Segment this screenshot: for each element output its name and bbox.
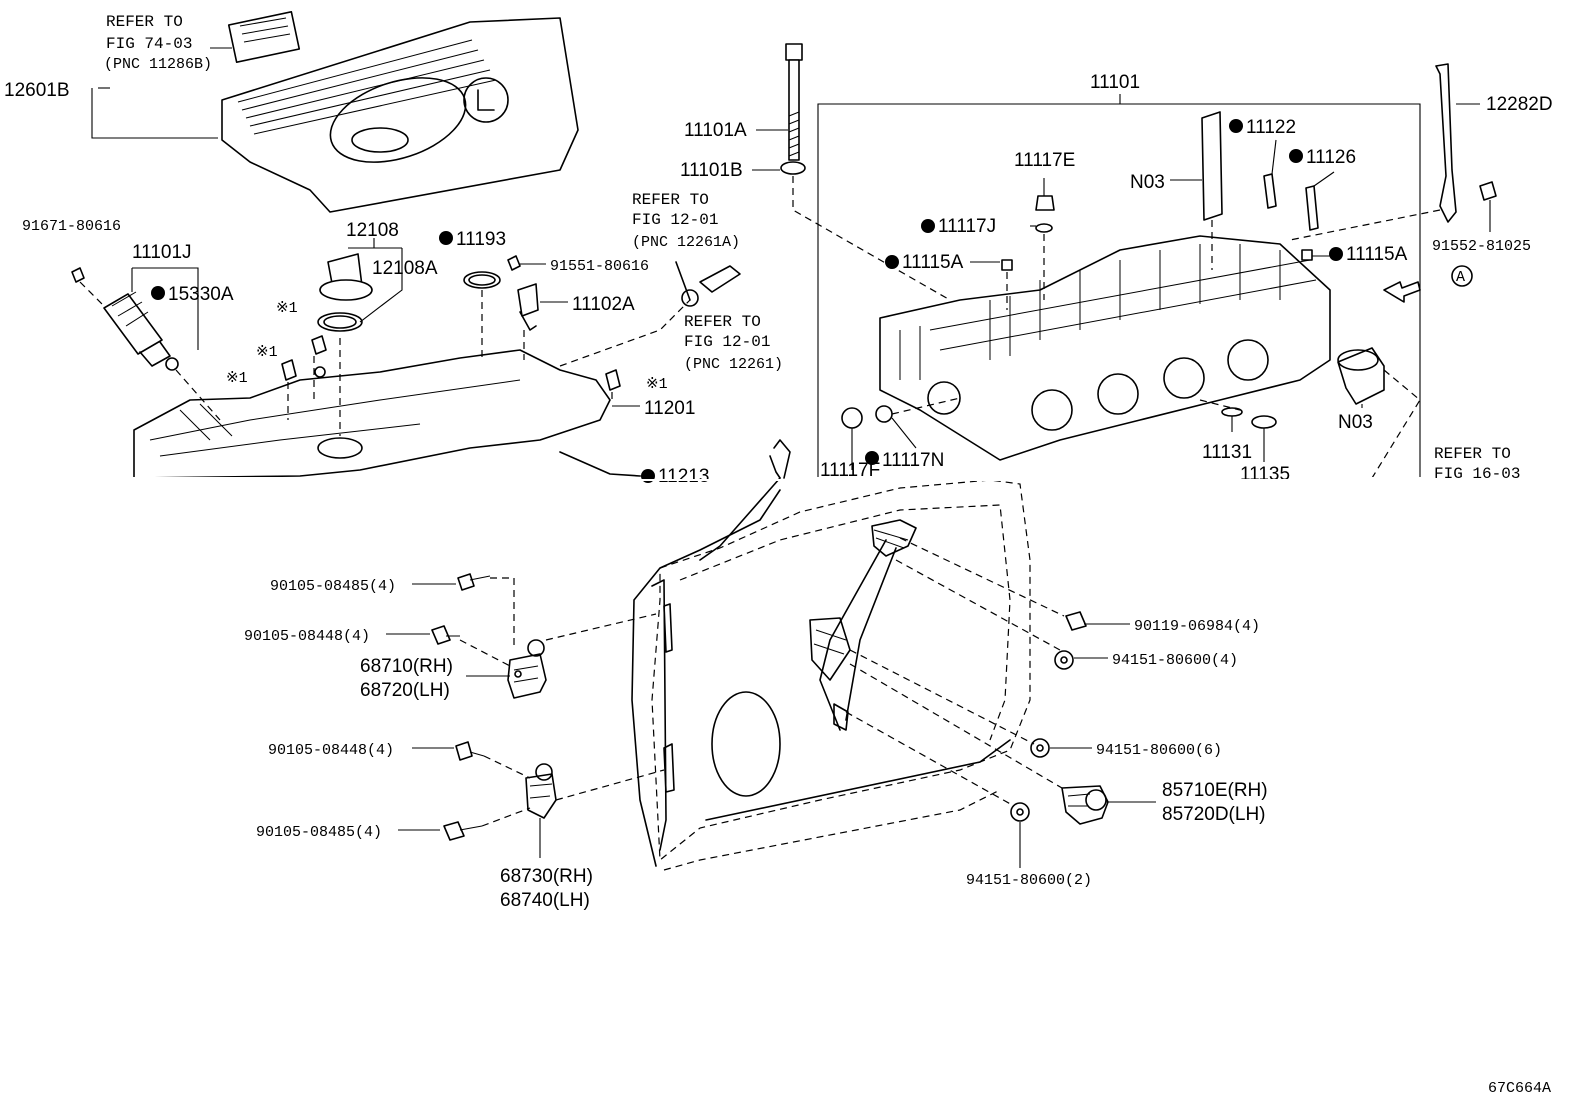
label-plug-11117j: 11117J xyxy=(938,216,996,237)
label-bolt-lower-1: 90105-08448(4) xyxy=(268,742,394,759)
label-refer-cover-3: (PNC 11286B) xyxy=(104,56,212,73)
regulator-motor-part xyxy=(1061,785,1109,825)
guide-11126-part xyxy=(1305,185,1319,231)
label-refer-hose-a-3: (PNC 12261A) xyxy=(632,234,740,251)
label-pin-left: 11115A xyxy=(902,252,964,273)
bolt-90119-part xyxy=(1065,611,1087,631)
label-bolt-upper-1: 90105-08485(4) xyxy=(270,578,396,595)
plug-11117j-part xyxy=(1035,223,1053,233)
label-guide-11122: 11122 xyxy=(1246,117,1296,138)
label-nut-a: 94151-80600(4) xyxy=(1112,652,1238,669)
label-refer-cover-2: FIG 74-03 xyxy=(106,35,192,53)
label-hinge-upper-lh: 68720(LH) xyxy=(360,680,450,701)
label-nut-b: 94151-80600(6) xyxy=(1096,742,1222,759)
label-head-cover-gasket: 11213 xyxy=(658,466,709,487)
plug-11117f-part xyxy=(841,407,863,429)
label-oil-cap-gasket: 12108A xyxy=(372,258,438,279)
label-plug-11117f: 11117F xyxy=(820,460,880,481)
gasket-11193-part xyxy=(463,271,501,289)
label-view-a: A xyxy=(1456,269,1465,286)
label-bolt-91552: 91552-81025 xyxy=(1432,238,1531,255)
nut-a-part xyxy=(1054,650,1074,670)
pin-right-part xyxy=(1301,249,1313,261)
hose-part xyxy=(675,261,741,307)
plug-11117n-part xyxy=(875,405,893,423)
sleeve-bottom-part xyxy=(1337,347,1385,405)
label-bolt-regulator: 90119-06984(4) xyxy=(1134,618,1260,635)
label-motor-rh: 85710E(RH) xyxy=(1162,780,1268,801)
label-bolt-lower-2: 90105-08485(4) xyxy=(256,824,382,841)
label-gasket-11193: 11193 xyxy=(456,229,506,250)
head-bolt-part xyxy=(780,43,806,175)
label-hinge-upper-rh: 68710(RH) xyxy=(360,656,453,677)
label-bolt-91551: 91551-80616 xyxy=(550,258,649,275)
label-hinge-lower-rh: 68730(RH) xyxy=(500,866,593,887)
label-hinge-lower-lh: 68740(LH) xyxy=(500,890,590,911)
door-frame-part xyxy=(631,439,1031,871)
label-valve-group: 11101J xyxy=(132,242,192,263)
label-seal-11135: 11135 xyxy=(1240,464,1290,485)
ocv-part xyxy=(71,267,179,371)
label-plug-11117n: 11117N xyxy=(882,450,944,471)
guide-11122-part xyxy=(1263,173,1277,209)
label-engine-cover: 12601B xyxy=(4,80,70,101)
label-sleeve-top: N03 xyxy=(1130,172,1165,193)
sleeve-top-part xyxy=(1201,111,1223,221)
label-refer-16-1: REFER TO xyxy=(1434,445,1511,463)
head-cover-part xyxy=(133,349,611,479)
label-refer-cover-1: REFER TO xyxy=(106,13,183,31)
label-refer-hose-b-3: (PNC 12261) xyxy=(684,356,783,373)
label-mark-1b: ※1 xyxy=(256,344,278,361)
label-head-washer: 11101B xyxy=(680,160,743,181)
label-motor-lh: 85720D(LH) xyxy=(1162,804,1266,825)
engine-section xyxy=(0,10,1592,479)
label-sleeve-bottom: N03 xyxy=(1338,412,1373,433)
label-nut-c: 94151-80600(2) xyxy=(966,872,1092,889)
label-bracket-12282d: 12282D xyxy=(1486,94,1553,115)
plug-11117e-part xyxy=(1035,195,1055,211)
nut-c-part xyxy=(1010,802,1030,822)
label-refer-hose-b-2: FIG 12-01 xyxy=(684,333,770,351)
label-plug-11117e: 11117E xyxy=(1014,150,1075,171)
label-head-bolt: 11101A xyxy=(684,120,747,141)
label-refer-hose-a-1: REFER TO xyxy=(632,191,709,209)
seal-11135-part xyxy=(1251,415,1277,429)
lower-hinge-part xyxy=(525,763,557,819)
label-ring-11131: 11131 xyxy=(1202,442,1252,463)
head-gasket-part xyxy=(559,451,641,477)
label-bolt-upper-2: 90105-08448(4) xyxy=(244,628,370,645)
label-refer-hose-b-1: REFER TO xyxy=(684,313,761,331)
label-mark-1a: ※1 xyxy=(276,300,298,317)
sensor-11102a-part xyxy=(507,255,539,331)
label-oil-cap: 12108 xyxy=(346,220,399,241)
label-pin-right: 11115A xyxy=(1346,244,1408,265)
diagram-code: 67C664A xyxy=(1488,1080,1551,1097)
label-ocv: 15330A xyxy=(168,284,234,305)
view-arrow xyxy=(1383,281,1421,303)
label-mark-1c: ※1 xyxy=(226,370,248,387)
label-sensor-11102a: 11102A xyxy=(572,294,635,315)
cylinder-head-part xyxy=(879,235,1331,461)
upper-hinge-part xyxy=(507,639,547,699)
label-mark-1d: ※1 xyxy=(646,376,668,393)
label-refer-hose-a-2: FIG 12-01 xyxy=(632,211,718,229)
label-head-cover: 11201 xyxy=(644,398,695,419)
label-cylinder-head: 11101 xyxy=(1090,72,1140,93)
nut-b-part xyxy=(1030,738,1050,758)
bracket-12282d-part xyxy=(1435,63,1457,223)
door-section xyxy=(386,439,1156,871)
window-regulator-part xyxy=(809,519,917,731)
pin-left-part xyxy=(1001,259,1013,271)
oil-cap-part xyxy=(317,253,373,332)
label-bolt-left: 91671-80616 xyxy=(22,218,121,235)
label-refer-16-2: FIG 16-03 xyxy=(1434,465,1520,483)
engine-cover-part xyxy=(221,10,579,213)
label-guide-11126: 11126 xyxy=(1306,147,1356,168)
